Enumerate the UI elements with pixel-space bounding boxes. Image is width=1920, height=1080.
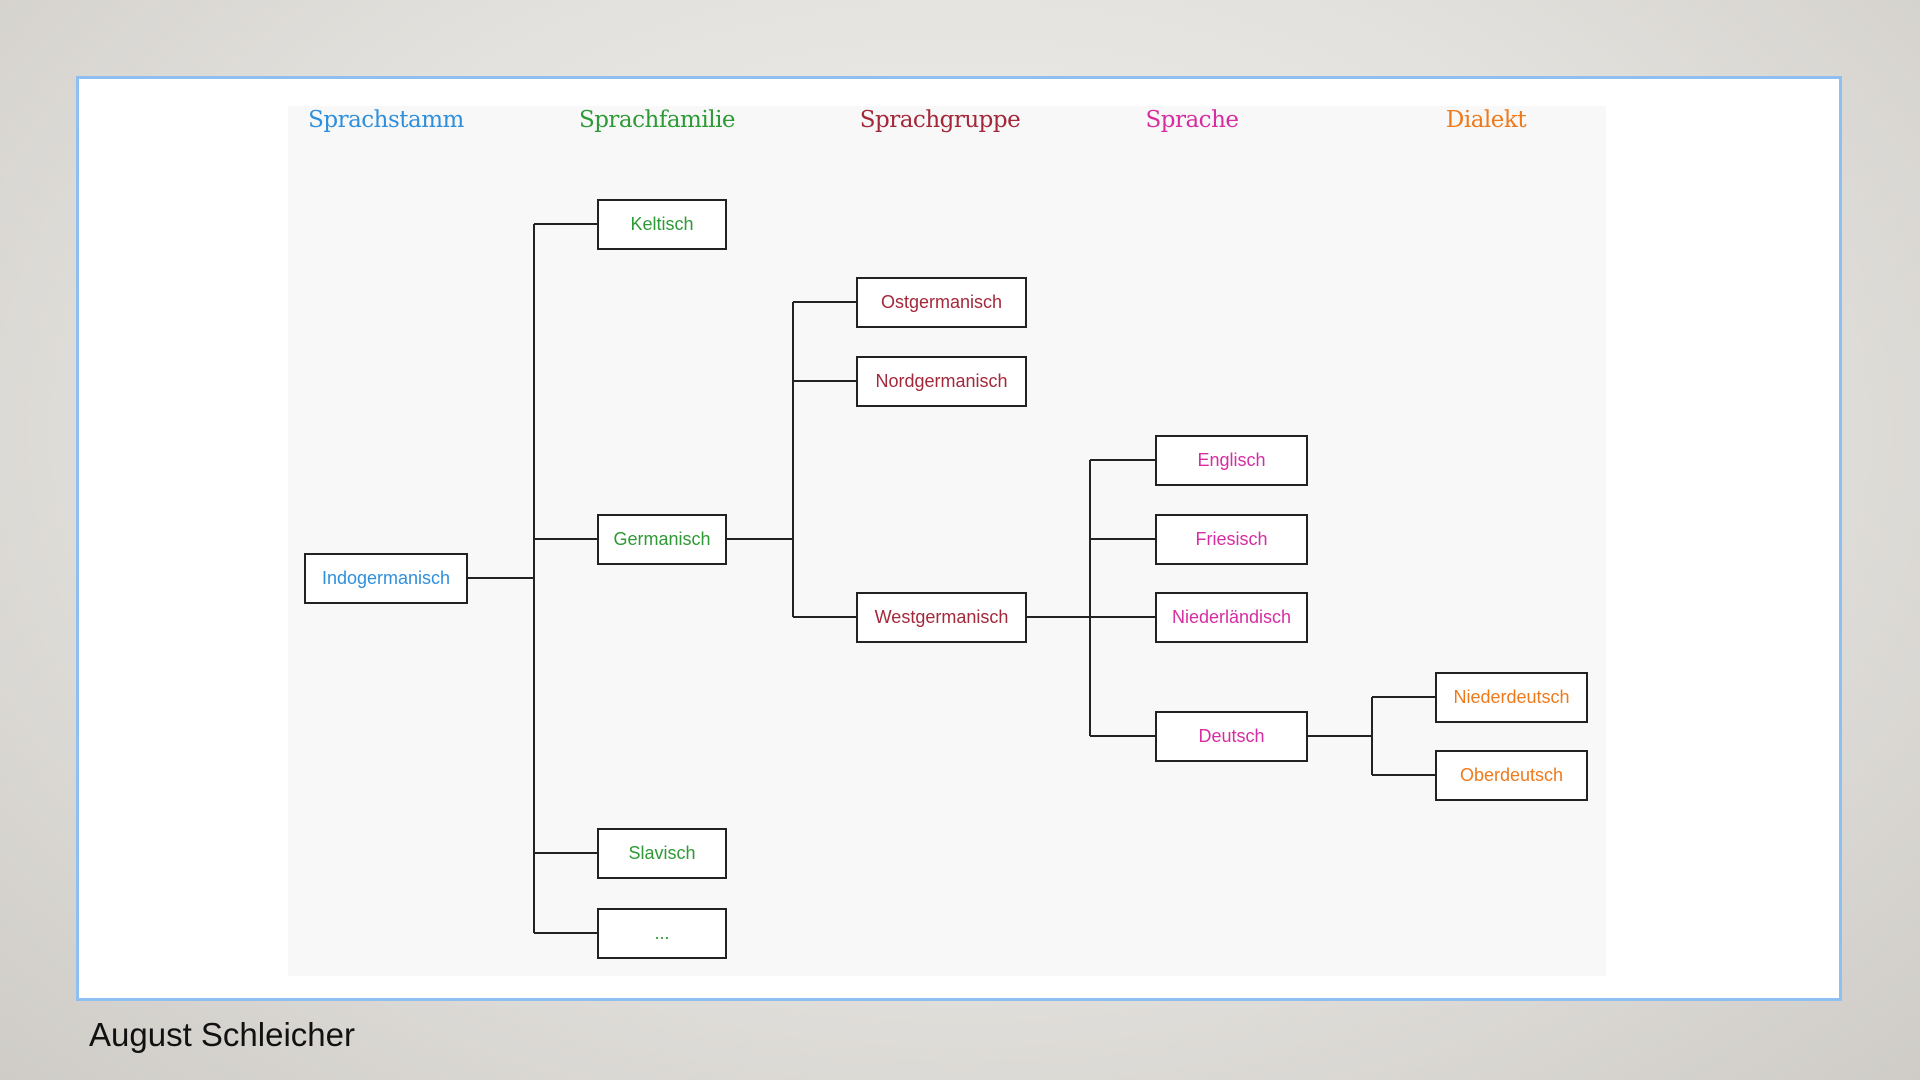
node-indogermanisch: Indogermanisch [304, 553, 468, 604]
node-slavisch: Slavisch [597, 828, 727, 879]
node-englisch: Englisch [1155, 435, 1308, 486]
diagram-panel [288, 106, 1606, 976]
node-keltisch: Keltisch [597, 199, 727, 250]
header-sprachgruppe: Sprachgruppe [859, 107, 1021, 133]
header-sprachstamm: Sprachstamm [308, 107, 464, 133]
header-sprache: Sprache [1145, 107, 1240, 133]
node-ostgermanisch: Ostgermanisch [856, 277, 1027, 328]
node-weitere: ... [597, 908, 727, 959]
node-westgermanisch: Westgermanisch [856, 592, 1027, 643]
node-niederdeutsch: Niederdeutsch [1435, 672, 1588, 723]
header-dialekt: Dialekt [1445, 107, 1527, 133]
node-germanisch: Germanisch [597, 514, 727, 565]
header-sprachfamilie: Sprachfamilie [578, 107, 736, 133]
node-oberdeutsch: Oberdeutsch [1435, 750, 1588, 801]
node-nordgermanisch: Nordgermanisch [856, 356, 1027, 407]
node-friesisch: Friesisch [1155, 514, 1308, 565]
node-deutsch: Deutsch [1155, 711, 1308, 762]
caption-author: August Schleicher [89, 1016, 355, 1053]
node-niederlaendisch: Niederländisch [1155, 592, 1308, 643]
